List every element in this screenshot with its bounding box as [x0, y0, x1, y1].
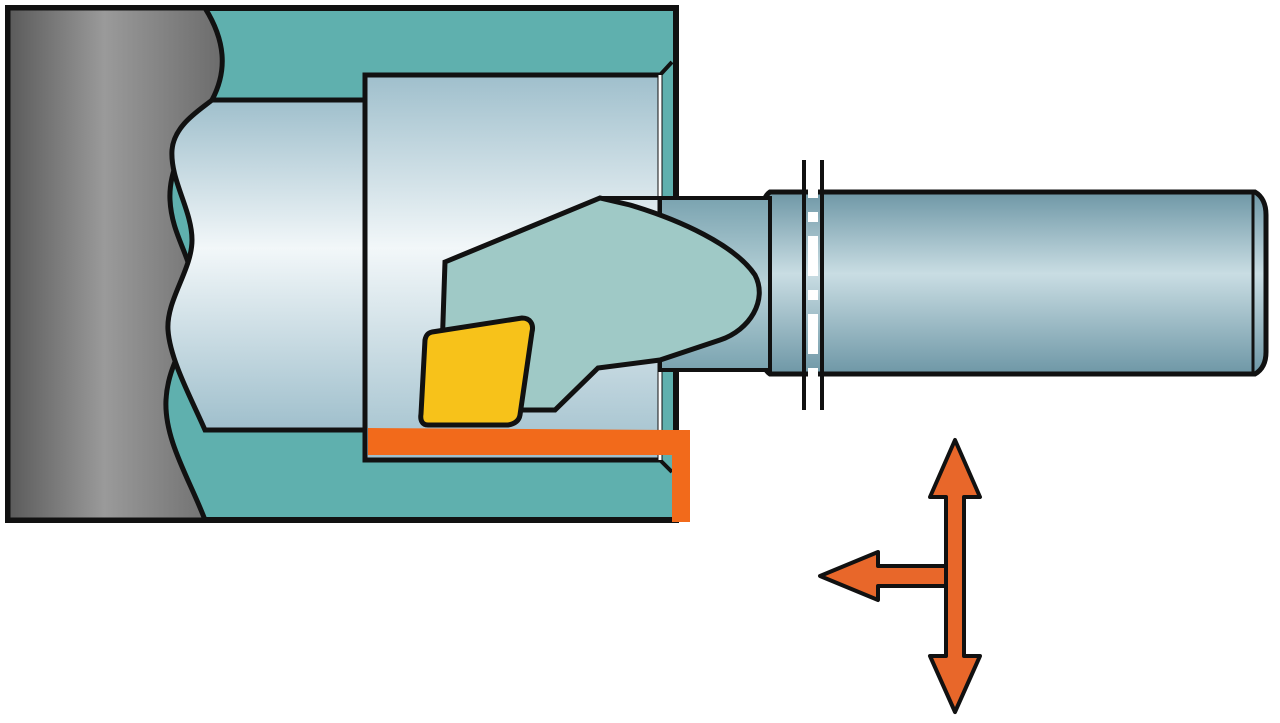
feed-arrow-icon — [818, 550, 948, 602]
break-marks — [802, 158, 824, 412]
cutting-insert — [418, 315, 535, 428]
bore-shallow — [165, 97, 371, 433]
boring-bar — [418, 158, 1269, 428]
shank — [759, 189, 1269, 377]
direction-arrows — [818, 438, 982, 714]
entrance-chamfer — [658, 60, 674, 474]
machined-surface — [368, 428, 672, 455]
chuck-section — [5, 5, 225, 523]
radial-arrow-icon — [928, 438, 982, 714]
machined-face — [672, 430, 690, 522]
